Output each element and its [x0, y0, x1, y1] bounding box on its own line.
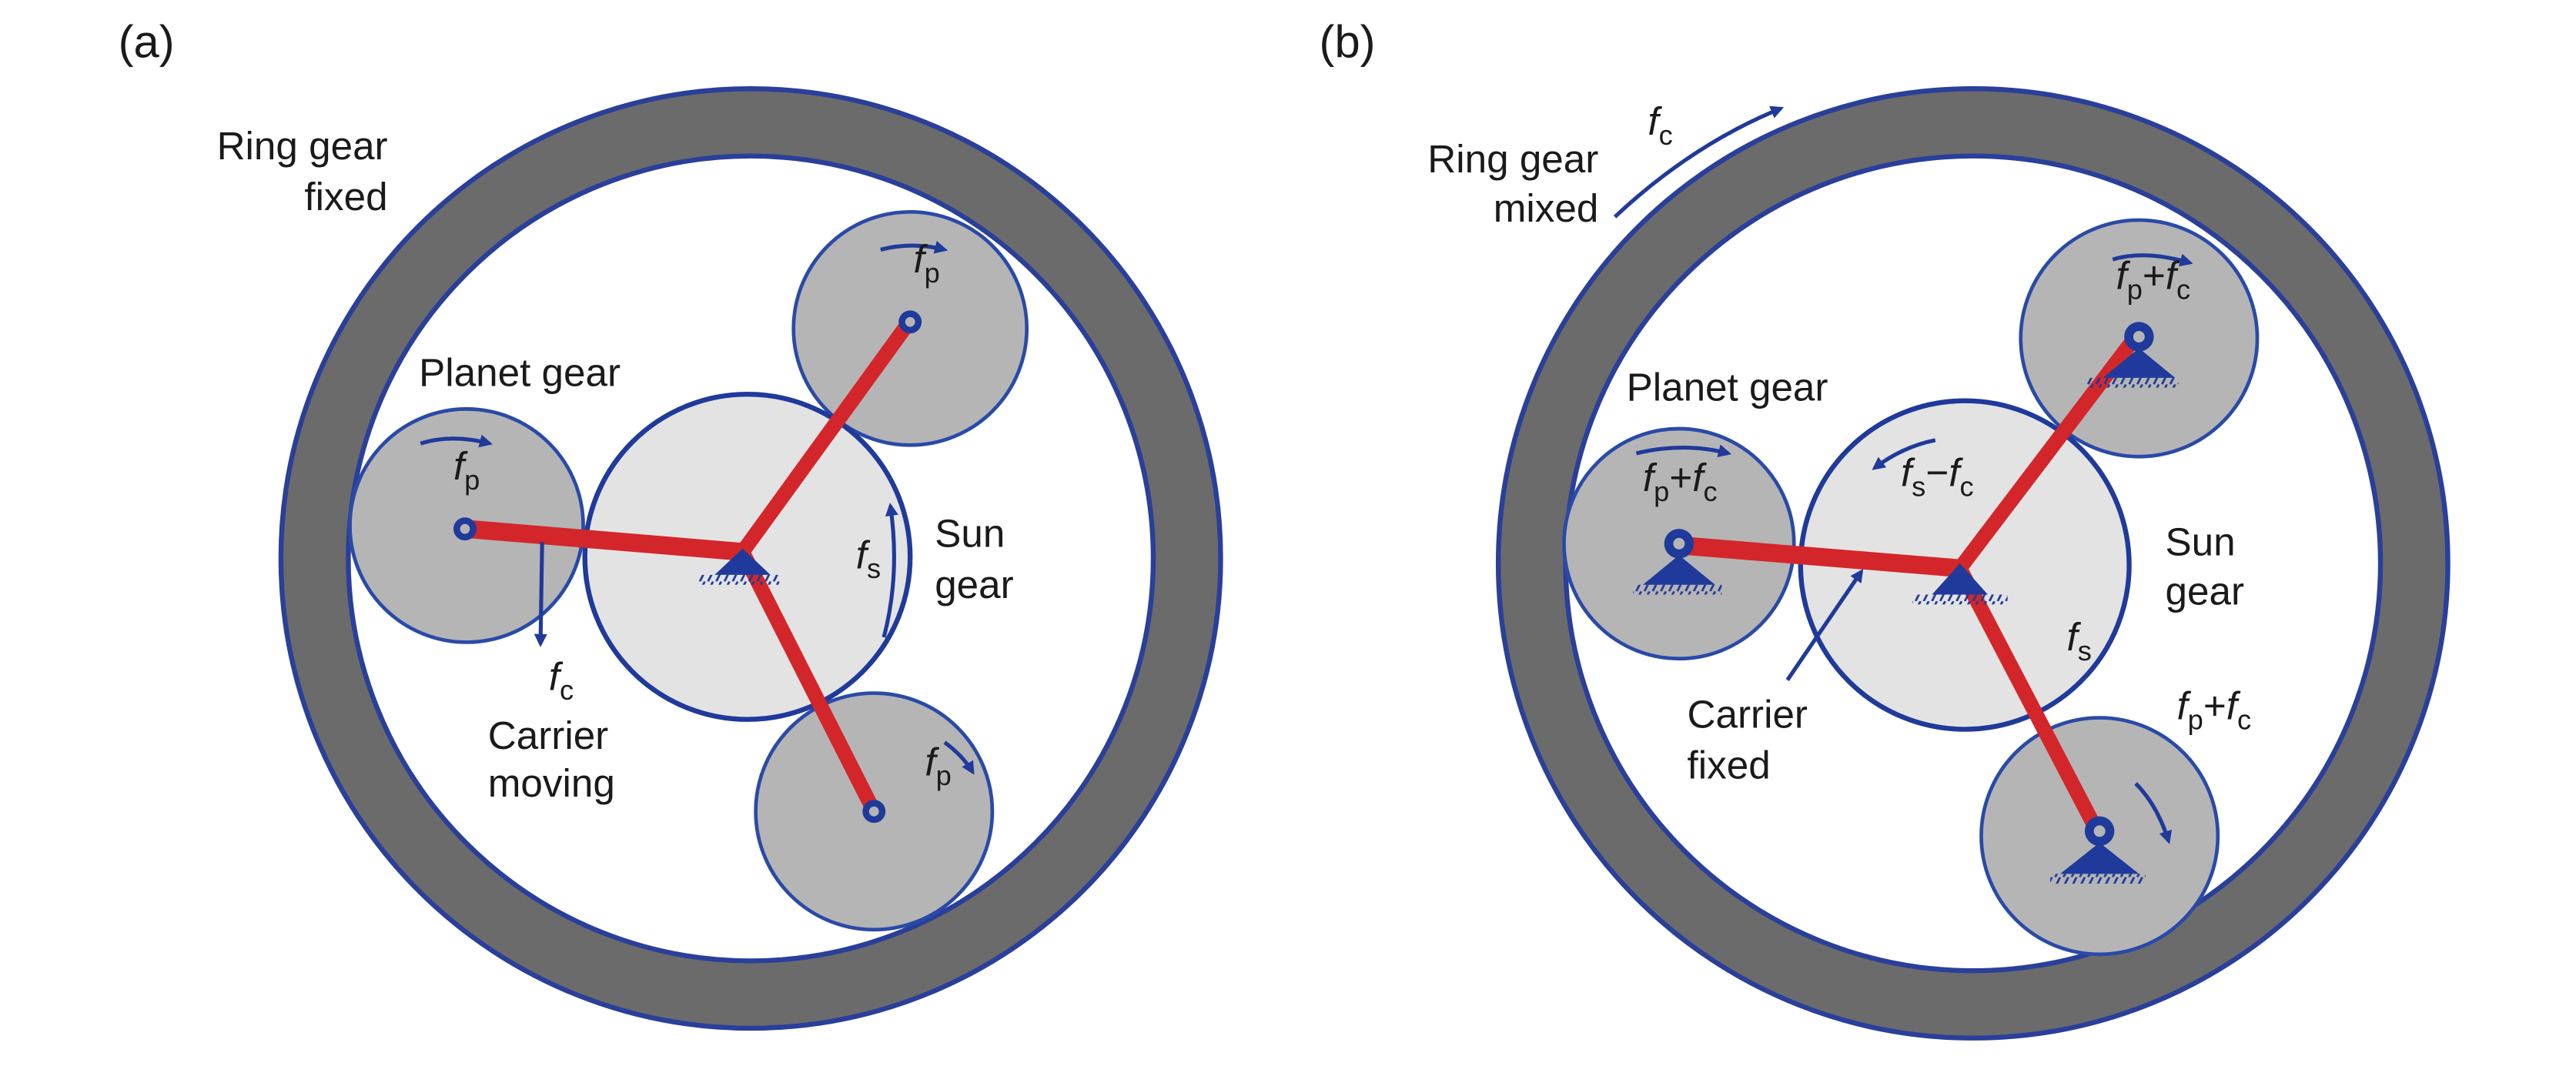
ring-gear-label-a-line1: Ring gear — [217, 124, 388, 168]
rotation-arrow-icon-planet-bottom-a — [943, 740, 975, 775]
carrier-a — [466, 320, 913, 812]
sun-gear-label-b-line2: gear — [2166, 569, 2244, 613]
ground-support-icon-center-b — [1912, 563, 2008, 605]
panel-b: (b) Ring gear mixed fc — [1320, 16, 2451, 1041]
ring-gear-label-a-line2: fixed — [304, 175, 387, 219]
pin-icon-top-a — [898, 310, 922, 334]
panel-a-label: (a) — [119, 16, 175, 68]
symbol-fp-plus-fc-top-b: fp+fc — [2116, 254, 2191, 306]
carrier-label-b-line1: Carrier — [1688, 692, 1808, 736]
planet-gear-label-a: Planet gear — [419, 351, 621, 395]
ring-gear-label-b-line1: Ring gear — [1427, 137, 1598, 181]
rotation-arrow-icon-sun-a — [882, 503, 898, 638]
pin-icon-bottom-a — [862, 800, 886, 824]
carrier-label-a-line2: moving — [488, 761, 615, 805]
symbol-fs-b: fs — [2066, 615, 2091, 667]
sun-gear-label-b-line1: Sun — [2166, 520, 2236, 563]
symbol-fc-ring-b: fc — [1648, 99, 1672, 151]
ground-support-icon-bottom-b — [2050, 816, 2146, 884]
rotation-arrow-icon-planet-bottom-b — [2134, 782, 2173, 844]
ring-gear-label-b-line2: mixed — [1494, 186, 1599, 230]
sun-gear-label-a-line2: gear — [935, 563, 1013, 607]
rotation-arrow-icon-planet-left-a — [420, 434, 493, 448]
rotation-arrow-icon-planet-left-b — [1635, 444, 1732, 458]
carrier-arrow-icon-a — [534, 542, 547, 647]
carrier-label-a-line1: Carrier — [488, 713, 608, 757]
rotation-arrow-icon-planet-top-a — [880, 240, 948, 254]
rotation-arrow-icon-sun-b — [1872, 438, 1936, 470]
planet-gear-label-b: Planet gear — [1627, 366, 1828, 409]
ground-support-icon-a — [698, 548, 781, 585]
symbol-fc-a: fc — [549, 654, 574, 706]
rotation-arrow-icon-planet-top-b — [2112, 253, 2193, 267]
ground-support-icon-top-b — [2086, 322, 2179, 388]
carrier-label-b-line2: fixed — [1688, 744, 1771, 787]
sun-gear-label-a-line1: Sun — [935, 512, 1005, 556]
carrier-pointer-arrow-icon-b — [1785, 569, 1864, 681]
ground-support-icon-left-b — [1633, 529, 1722, 595]
ring-rotation-arrow-icon-b — [1613, 105, 1785, 219]
panel-a: (a) Ring gear fixed — [119, 16, 1223, 1031]
pin-icon-left-a — [453, 517, 477, 541]
panel-b-label: (b) — [1320, 16, 1376, 68]
